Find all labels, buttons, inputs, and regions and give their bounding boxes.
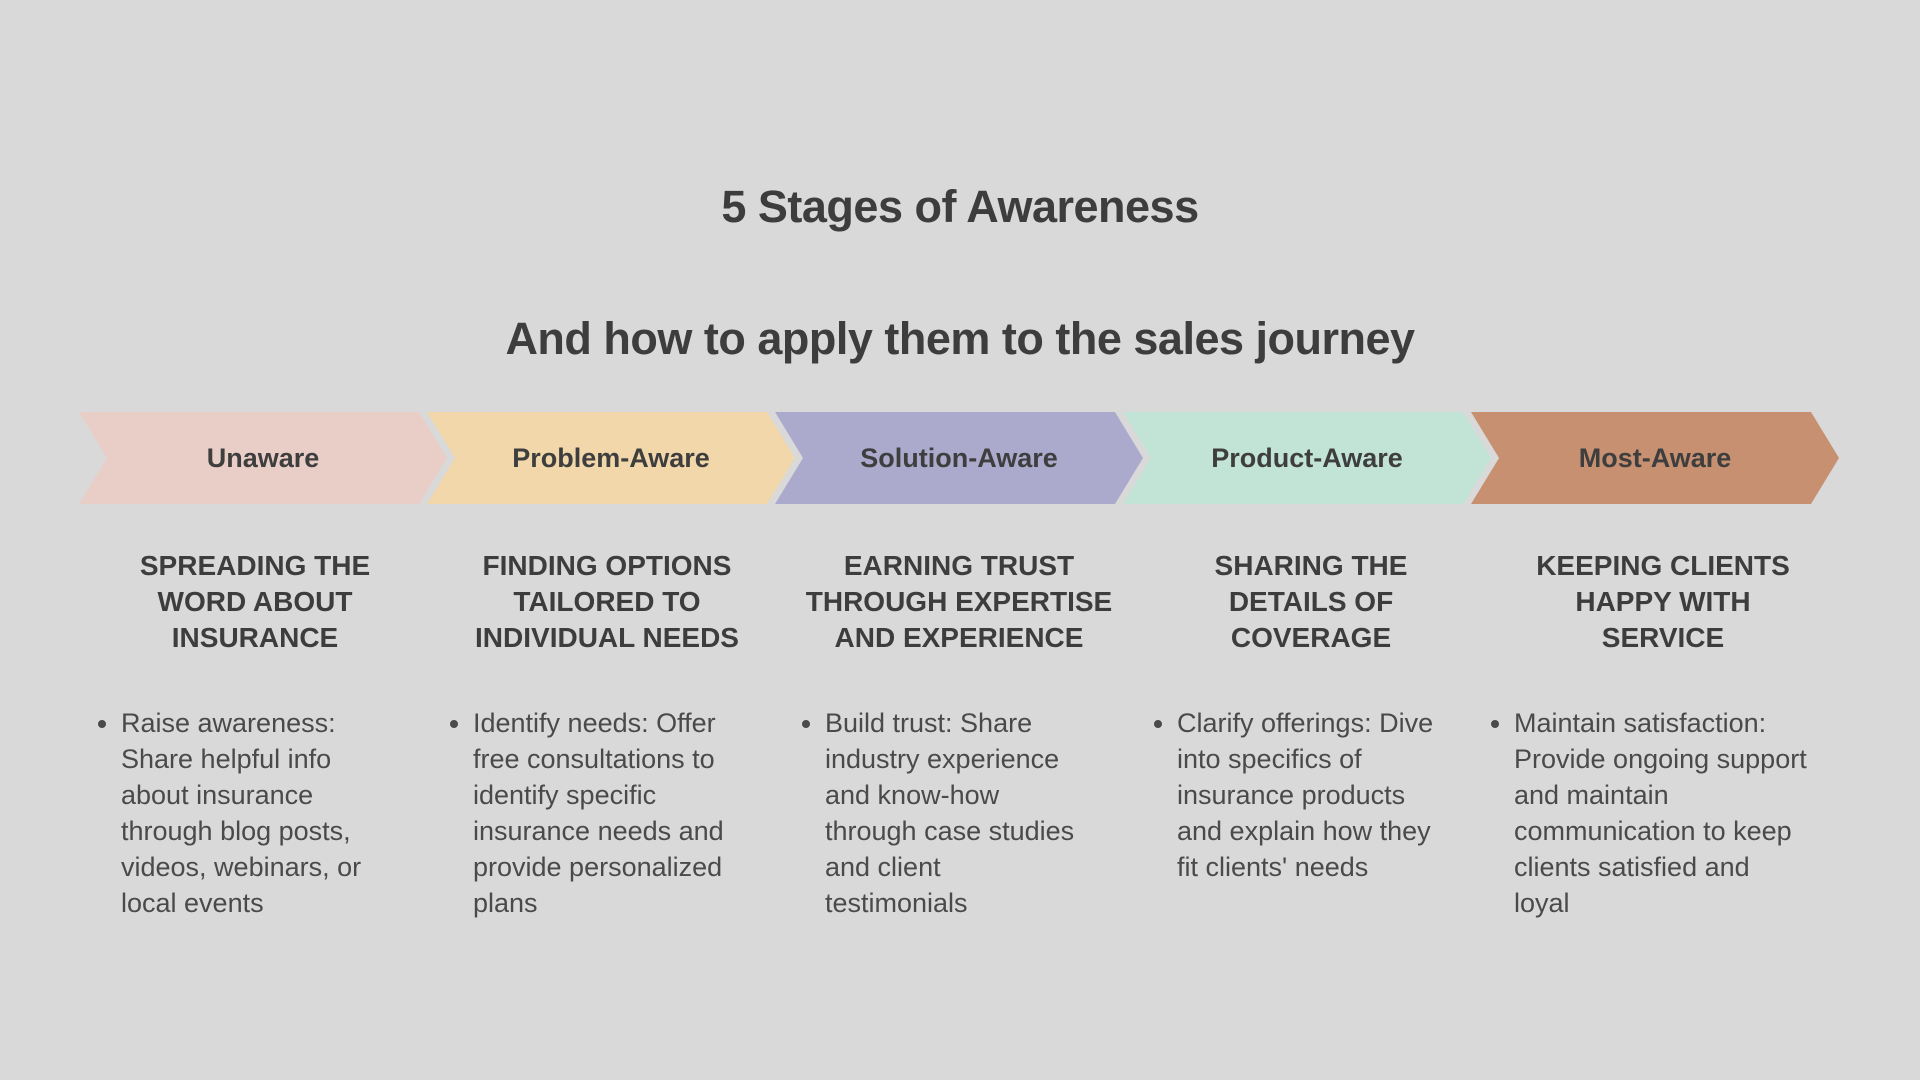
stage-bullet-list: Clarify offerings: Dive into specifics o… bbox=[1153, 705, 1469, 885]
stage-heading: SPREADING THE WORD ABOUT INSURANCE bbox=[139, 550, 371, 653]
stage-column-most-aware: KEEPING CLIENTS HAPPY WITH SERVICE Maint… bbox=[1487, 548, 1839, 921]
stage-chevron-problem-aware: Problem-Aware bbox=[427, 412, 795, 504]
stage-bullet-list: Raise awareness: Share helpful info abou… bbox=[97, 705, 413, 921]
stage-chevron-unaware: Unaware bbox=[79, 412, 447, 504]
stage-bullet-list: Maintain satisfaction: Provide ongoing s… bbox=[1490, 705, 1836, 921]
stage-column-unaware: SPREADING THE WORD ABOUT INSURANCE Raise… bbox=[79, 548, 431, 921]
page-subtitle: And how to apply them to the sales journ… bbox=[505, 313, 1415, 364]
bullet-item: Raise awareness: Share helpful info abou… bbox=[121, 705, 413, 921]
stage-heading: FINDING OPTIONS TAILORED TO INDIVIDUAL N… bbox=[475, 550, 739, 653]
stage-label-unaware: Unaware bbox=[206, 442, 320, 473]
stage-label-product-aware: Product-Aware bbox=[1211, 442, 1403, 473]
bullet-item: Clarify offerings: Dive into specifics o… bbox=[1177, 705, 1469, 885]
stage-label-solution-aware: Solution-Aware bbox=[860, 442, 1058, 473]
stage-bullet-list: Identify needs: Offer free consultations… bbox=[449, 705, 765, 921]
stage-label-most-aware: Most-Aware bbox=[1578, 442, 1732, 473]
stage-bullet-list: Build trust: Share industry experience a… bbox=[801, 705, 1117, 921]
stage-chevron-solution-aware: Solution-Aware bbox=[775, 412, 1143, 504]
stage-column-problem-aware: FINDING OPTIONS TAILORED TO INDIVIDUAL N… bbox=[431, 548, 783, 921]
stage-heading: KEEPING CLIENTS HAPPY WITH SERVICE bbox=[1536, 550, 1790, 653]
stage-column-product-aware: SHARING THE DETAILS OF COVERAGE Clarify … bbox=[1135, 548, 1487, 921]
bullet-item: Build trust: Share industry experience a… bbox=[825, 705, 1117, 921]
stage-column-solution-aware: EARNING TRUST THROUGH EXPERTISE AND EXPE… bbox=[783, 548, 1135, 921]
bullet-item: Identify needs: Offer free consultations… bbox=[473, 705, 765, 921]
stage-chevron-most-aware: Most-Aware bbox=[1471, 412, 1839, 504]
stage-heading: SHARING THE DETAILS OF COVERAGE bbox=[1214, 550, 1408, 653]
stage-heading: EARNING TRUST THROUGH EXPERTISE AND EXPE… bbox=[805, 550, 1113, 653]
stage-details-grid: SPREADING THE WORD ABOUT INSURANCE Raise… bbox=[79, 548, 1839, 921]
stage-label-problem-aware: Problem-Aware bbox=[512, 442, 710, 473]
page-title: 5 Stages of Awareness bbox=[721, 181, 1199, 232]
stage-chevron-product-aware: Product-Aware bbox=[1123, 412, 1491, 504]
bullet-item: Maintain satisfaction: Provide ongoing s… bbox=[1514, 705, 1836, 921]
stage-arrow-band: Unaware Problem-Aware Solution-Aware Pro… bbox=[79, 412, 1839, 504]
